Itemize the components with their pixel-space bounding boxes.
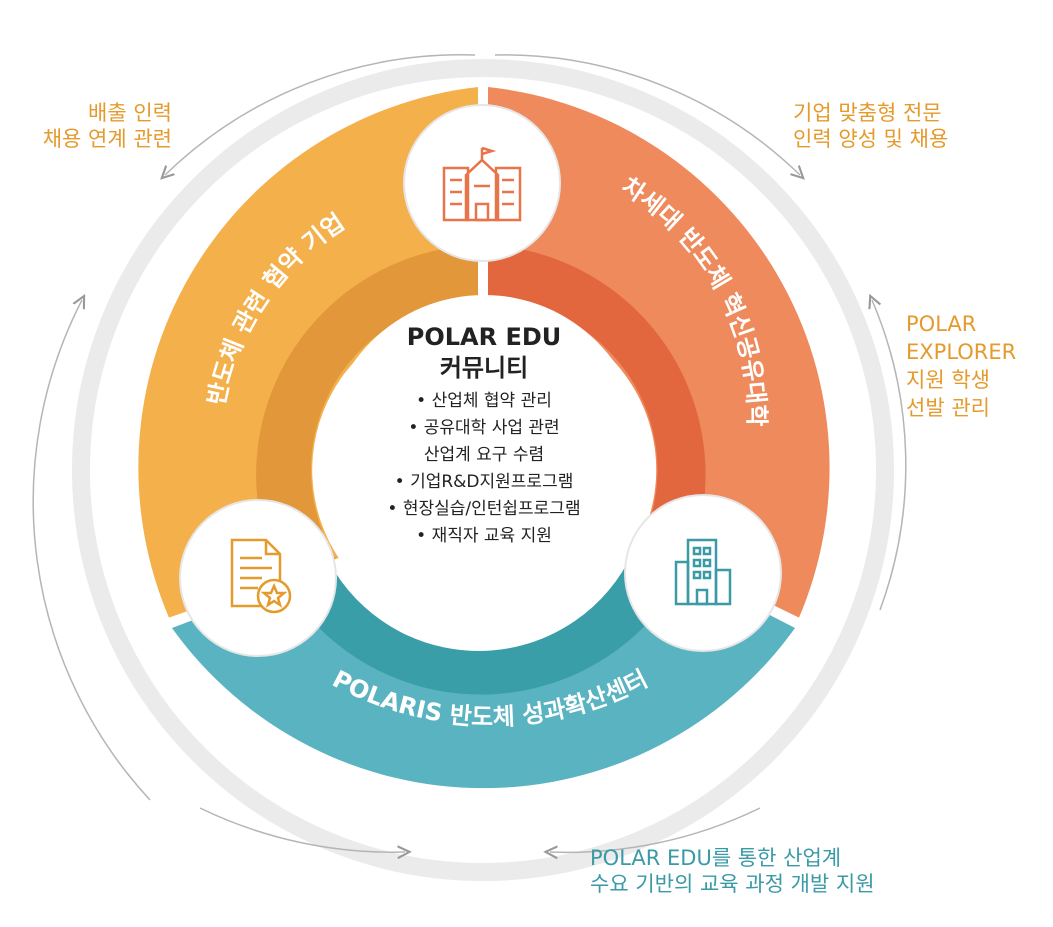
center-item: • 산업체 협약 관리 <box>416 391 552 411</box>
office-building-icon <box>624 494 782 652</box>
label-line: EXPLORER <box>906 340 1017 364</box>
arrow-top-right <box>494 54 800 175</box>
arrow-left <box>32 300 151 801</box>
arrow-bottom-right <box>550 807 761 852</box>
label-line: 선발 관리 <box>906 396 990 420</box>
label-line: 기업 맞춤형 전문 <box>793 101 942 125</box>
center-circle <box>324 295 644 615</box>
university-building-icon <box>403 104 561 262</box>
label-top-right: 기업 맞춤형 전문 인력 양성 및 채용 <box>793 100 1033 152</box>
label-line: 인력 양성 및 채용 <box>793 127 949 151</box>
center-subtitle: 커뮤니티 <box>439 354 529 382</box>
label-line: 채용 연계 관련 <box>42 127 172 151</box>
document-star-icon <box>179 499 337 657</box>
arrow-top-left <box>165 54 476 175</box>
label-right: POLAR EXPLORER 지원 학생 선발 관리 <box>906 310 1051 422</box>
label-line: 배출 인력 <box>88 101 172 125</box>
segment-bottom-inner <box>298 552 675 695</box>
label-top-left: 배출 인력 채용 연계 관련 <box>0 100 172 152</box>
label-bottom: POLAR EDU를 통한 산업계 수요 기반의 교육 과정 개발 지원 <box>590 845 1030 897</box>
center-item: • 재직자 교육 지원 <box>416 526 552 546</box>
center-item: • 현장실습/인턴쉽프로그램 <box>387 499 581 519</box>
label-line: 수요 기반의 교육 과정 개발 지원 <box>590 872 875 896</box>
center-item: • 기업R&D지원프로그램 <box>394 472 574 492</box>
segment-left-inner <box>256 245 478 595</box>
label-line: POLAR <box>906 312 977 336</box>
label-line: POLAR EDU를 통한 산업계 <box>590 846 842 870</box>
arrow-bottom-left <box>199 807 405 852</box>
label-line: 지원 학생 <box>906 368 990 392</box>
center-title: POLAR EDU <box>406 323 562 351</box>
arrow-right <box>872 300 907 611</box>
center-item: • 공유대학 사업 관련 <box>408 418 560 438</box>
center-text: POLAR EDU 커뮤니티 • 산업체 협약 관리 • 공유대학 사업 관련 … <box>334 322 634 550</box>
segment-right-inner <box>488 245 706 580</box>
center-item: 산업계 요구 수렴 <box>423 445 545 465</box>
outer-ring <box>72 59 894 881</box>
